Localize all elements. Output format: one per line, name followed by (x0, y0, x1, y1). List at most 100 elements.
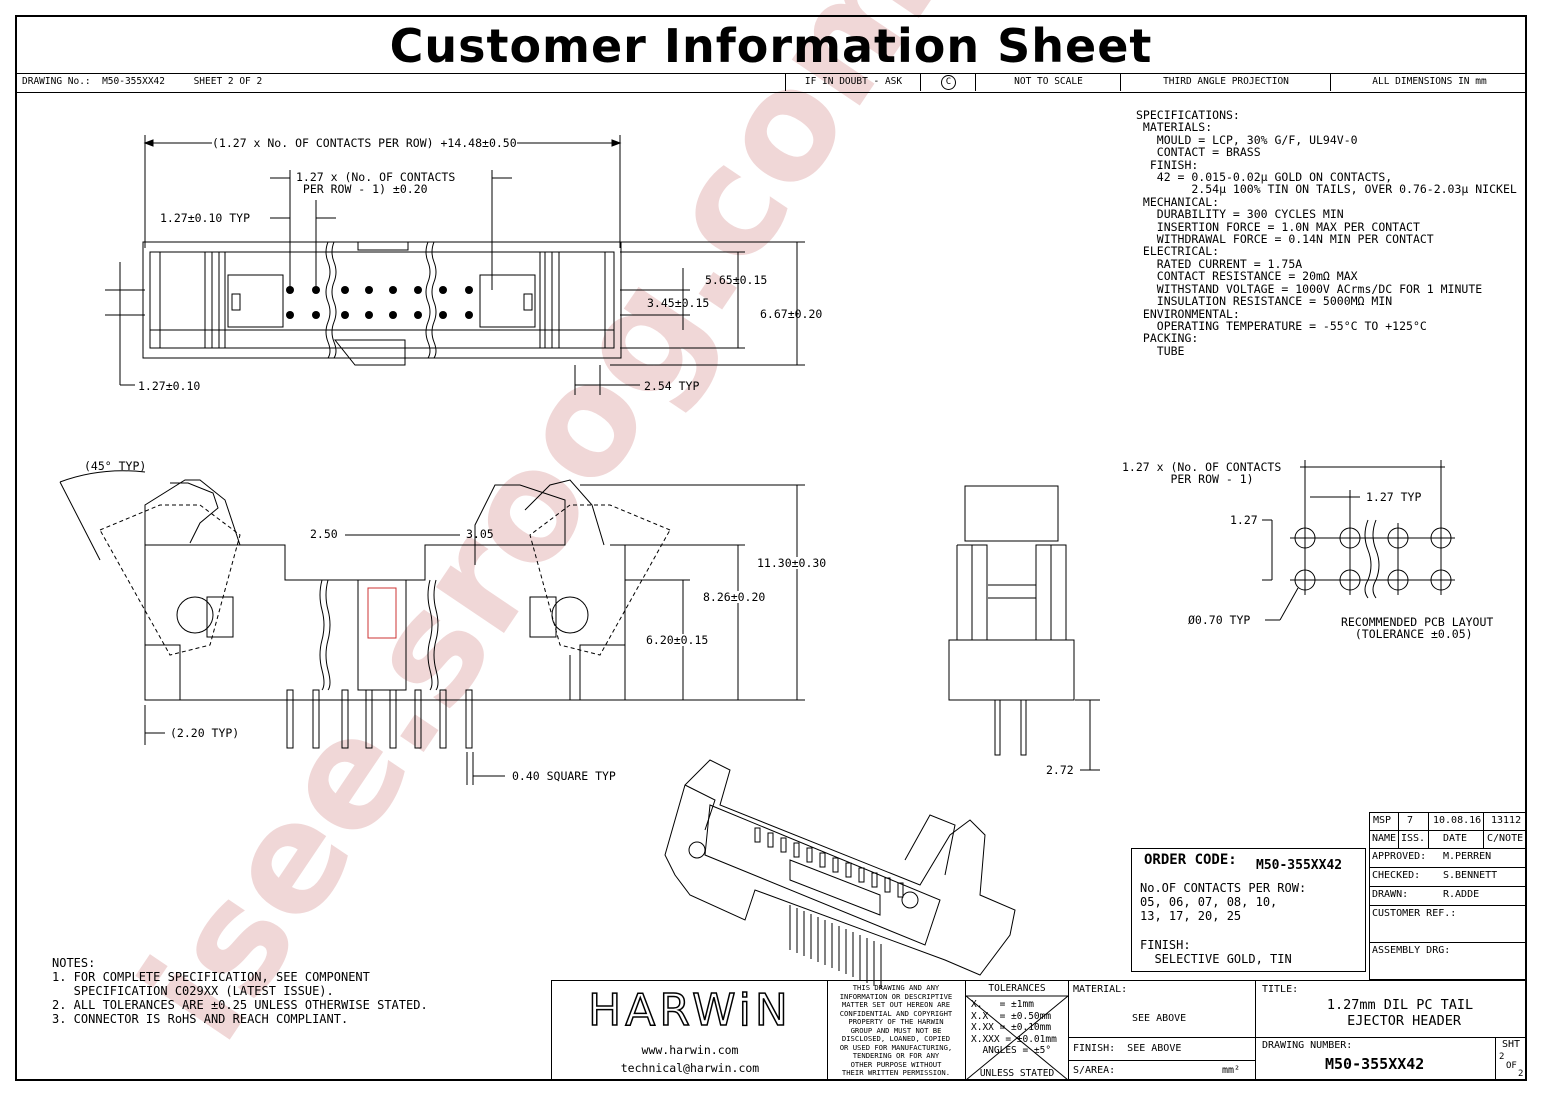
order-code-box (1131, 848, 1366, 972)
assembly-row: ASSEMBLY DRG: (1372, 945, 1451, 956)
pcb-pitch: 1.27 TYP (1366, 490, 1422, 504)
contact-dot (312, 311, 320, 319)
contact-dot (414, 286, 422, 294)
iso-contact (806, 847, 813, 863)
drawing-number-header: DRAWING No.: M50-355XX42 SHEET 2 OF 2 (22, 76, 263, 87)
dim-250: 2.50 (310, 527, 338, 541)
order-code-value: M50-355XX42 (1256, 858, 1343, 873)
doubt-ask: IF IN DOUBT - ASK (785, 73, 921, 91)
iso-contact (832, 857, 839, 873)
sht-value: 2 (1499, 1052, 1505, 1062)
header-strip (15, 73, 1527, 93)
iso-contact (819, 852, 826, 868)
harwin-web[interactable]: www.harwin.com (641, 1043, 739, 1057)
contact-dot (341, 286, 349, 294)
dim-row-h1: 5.65±0.15 (705, 273, 768, 287)
dim-angle: (45° TYP) (84, 459, 147, 473)
dim-220: (2.20 TYP) (170, 726, 240, 740)
dimensions-note: ALL DIMENSIONS IN mm (1330, 73, 1528, 91)
iso-contact (884, 877, 891, 893)
sarea-label: S/AREA: (1073, 1065, 1116, 1076)
legal-text: THIS DRAWING AND ANY INFORMATION OR DESC… (839, 983, 953, 1077)
pin-tail (365, 689, 373, 749)
dim-826: 8.26±0.20 (703, 590, 766, 604)
pin-tail (414, 689, 422, 749)
customer-ref-row: CUSTOMER REF.: (1369, 905, 1527, 943)
material-value: SEE ABOVE (1132, 1013, 1187, 1024)
dim-272: 2.72 (1046, 763, 1074, 777)
copyright-icon: C (920, 73, 976, 91)
tolerances-title: TOLERANCES (988, 983, 1046, 994)
contact-dot (389, 311, 397, 319)
harwin-logo: HARWiN (587, 985, 792, 1037)
revision-table (1369, 812, 1527, 980)
contact-dot (465, 286, 473, 294)
order-finish: FINISH: SELECTIVE GOLD, TIN (1140, 938, 1292, 966)
contact-dot (365, 311, 373, 319)
title-block (551, 980, 1527, 1081)
scale-note: NOT TO SCALE (975, 73, 1121, 91)
drawing-number-label: DRAWING NUMBER: (1262, 1040, 1353, 1051)
order-code-label: ORDER CODE: (1144, 852, 1237, 868)
dim-pitch: 1.27±0.10 TYP (160, 211, 251, 225)
specifications: SPECIFICATIONS: MATERIALS: MOULD = LCP, … (1136, 108, 1517, 358)
pin-tail (341, 689, 349, 749)
of-value: 2 (1518, 1069, 1524, 1079)
material-label: MATERIAL: (1073, 984, 1128, 995)
dim-width: 6.67±0.20 (760, 307, 823, 321)
contact-dot (286, 286, 294, 294)
title-label: TITLE: (1262, 984, 1299, 995)
pcb-hole: Ø0.70 TYP (1188, 613, 1251, 627)
contact-dot (365, 286, 373, 294)
pcb-label: RECOMMENDED PCB LAYOUT (TOLERANCE ±0.05) (1341, 615, 1494, 642)
contact-dot (414, 311, 422, 319)
pin-tail (286, 689, 294, 749)
iso-contact (754, 827, 761, 843)
finish-label: FINISH: SEE ABOVE (1073, 1043, 1182, 1054)
tolerances-unless: UNLESS STATED (979, 1068, 1055, 1079)
dim-pitch-span: 1.27 x (No. OF CONTACTS PER ROW - 1) ±0.… (296, 170, 456, 197)
pin-tail (389, 689, 397, 749)
contact-dot (439, 311, 447, 319)
tolerances-values: X. = ±1mm X.X = ±0.50mm X.XX = ±0.10mm X… (971, 999, 1057, 1056)
iso-contact (871, 872, 878, 888)
iso-contact (845, 862, 852, 878)
sarea-unit: mm² (1222, 1065, 1241, 1076)
contact-dot (341, 311, 349, 319)
iso-contact (793, 842, 800, 858)
dim-1130: 11.30±0.30 (757, 556, 827, 570)
iso-contact (780, 837, 787, 853)
dim-305: 3.05 (466, 527, 494, 541)
checked-row: CHECKED: S.BENNETT (1369, 867, 1527, 887)
title-value: 1.27mm DIL PC TAIL EJECTOR HEADER (1326, 997, 1474, 1029)
drawn-row: DRAWN: R.ADDE (1369, 886, 1527, 906)
order-contacts: No.OF CONTACTS PER ROW: 05, 06, 07, 08, … (1140, 881, 1307, 923)
pcb-span: 1.27 x (No. OF CONTACTS PER ROW - 1) (1122, 460, 1282, 487)
contact-dot (439, 286, 447, 294)
dim-row-h2: 3.45±0.15 (647, 296, 710, 310)
pin-tail (439, 689, 447, 749)
revision-row: MSP 7 10.08.16 13112 (1369, 812, 1527, 831)
contact-dot (389, 286, 397, 294)
page-title: Customer Information Sheet (389, 19, 1153, 73)
contact-dot (465, 311, 473, 319)
iso-contact (858, 867, 865, 883)
pcb-row-pitch: 1.27 (1230, 513, 1258, 527)
harwin-email[interactable]: technical@harwin.com (620, 1061, 760, 1075)
iso-contact (897, 882, 904, 898)
contact-dot (312, 286, 320, 294)
dim-620: 6.20±0.15 (646, 633, 709, 647)
projection-note: THIRD ANGLE PROJECTION (1120, 73, 1331, 91)
contact-dot (286, 311, 294, 319)
pin-tail (312, 689, 320, 749)
dim-square: 0.40 SQUARE TYP (512, 769, 616, 783)
of-label: OF (1506, 1061, 1517, 1071)
dim-left-offset: 1.27±0.10 (138, 379, 201, 393)
dim-254: 2.54 TYP (644, 379, 700, 393)
drawing-number-value: M50-355XX42 (1325, 1055, 1425, 1073)
iso-contact (767, 832, 774, 848)
sht-label: SHT (1502, 1039, 1521, 1050)
revision-head: NAME ISS. DATE C/NOTE (1369, 830, 1527, 849)
approved-row: APPROVED: M.PERREN (1369, 848, 1527, 868)
